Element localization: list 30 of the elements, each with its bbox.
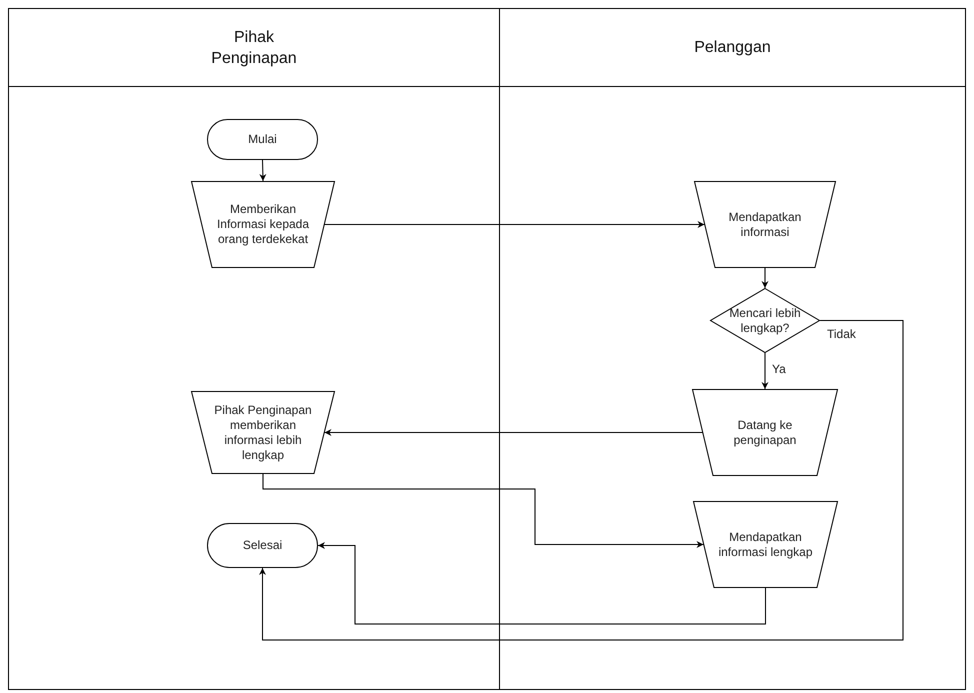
lane-header: Pihak Penginapan [9,9,499,87]
swimlane [8,8,500,690]
decision-diamond [710,288,820,353]
node-text: Mencari lebih lengkap? [728,306,802,336]
node-text: Mulai [248,132,277,147]
arrow [762,268,768,288]
edge-label: Ya [771,362,787,376]
arrow [259,320,904,640]
arrow [324,221,705,228]
edge-label: Tidak [826,327,857,341]
terminator-shape [207,119,318,160]
node-text: Selesai [242,538,282,553]
terminator-shape [207,523,318,568]
arrow [259,160,266,182]
arrow [762,352,768,390]
manual-operation-trapezoid [693,501,838,588]
arrow [324,429,703,436]
manual-operation-trapezoid [692,389,838,476]
manual-operation-trapezoid [191,391,335,474]
node-text: Mendapatkan informasi lengkap [717,530,814,560]
node-text: Mendapatkan informasi [728,210,802,240]
node-text: Memberikan Informasi kepada orang terdekekat [216,202,310,247]
manual-operation-trapezoid [694,181,836,268]
node-text: Pihak Penginapan memberikan informasi lebih lengkap [213,402,313,462]
manual-operation-trapezoid [191,181,335,268]
arrow [318,542,766,624]
lane-header: Pelanggan [500,9,965,87]
node-text: Datang ke penginapan [732,418,798,448]
arrow [262,474,704,548]
swimlane [499,8,966,690]
